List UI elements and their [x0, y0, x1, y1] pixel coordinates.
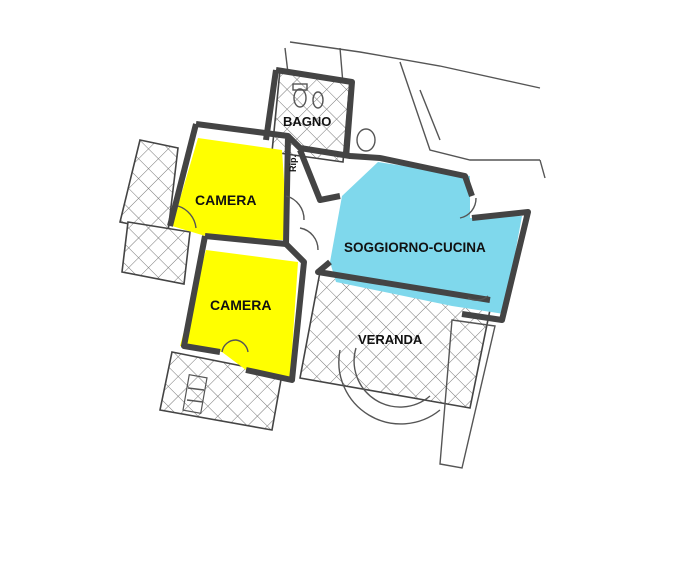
veranda-hatch	[299, 271, 496, 469]
doors	[177, 195, 489, 353]
label-veranda: VERANDA	[358, 332, 423, 347]
room-soggiorno-cucina	[330, 162, 522, 314]
label-soggiorno-cucina: SOGGIORNO-CUCINA	[344, 240, 486, 255]
stair-icon	[182, 374, 208, 414]
terrace-left	[119, 139, 191, 285]
walls	[167, 67, 531, 383]
label-ripostiglio: Rip.	[288, 155, 298, 172]
sink-icon	[312, 91, 376, 152]
label-camera-bottom: CAMERA	[210, 297, 271, 313]
label-bagno: BAGNO	[283, 114, 331, 129]
toilet-icon	[292, 83, 308, 108]
label-camera-top: CAMERA	[195, 192, 256, 208]
room-camera-top	[172, 138, 285, 240]
